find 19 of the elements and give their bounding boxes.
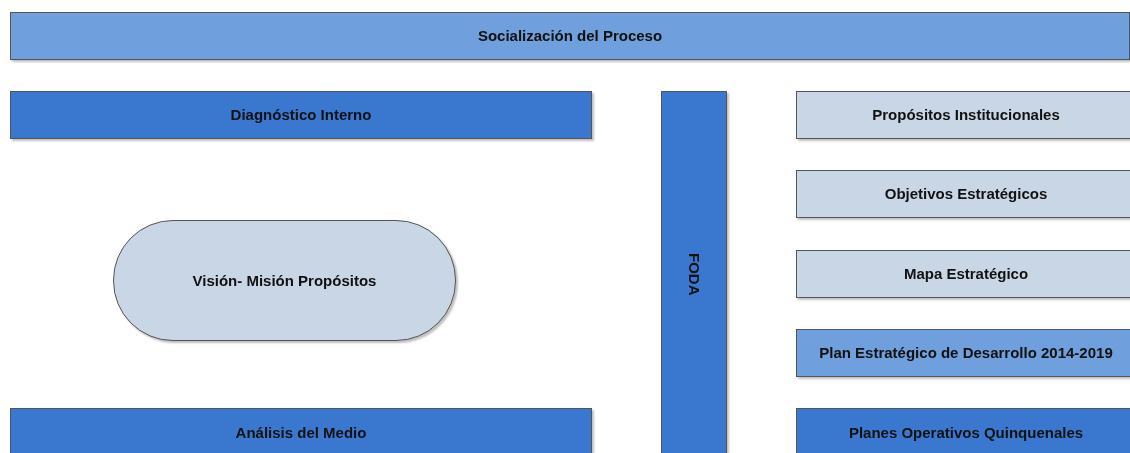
node-label: Diagnóstico Interno [229, 106, 373, 124]
process-box [796, 250, 1130, 298]
process-box [796, 408, 1130, 453]
node-label: Plan Estratégico de Desarrollo 2014-2019 [818, 344, 1114, 362]
vertical-bar-node [661, 91, 727, 453]
node-label: Objetivos Estratégicos [883, 185, 1049, 203]
node-label: Planes Operativos Quinquenales [847, 424, 1085, 442]
process-box [10, 12, 1130, 60]
process-box [10, 408, 592, 453]
node-label: Visión- Misión Propósitos [191, 271, 378, 290]
process-box [796, 170, 1130, 218]
node-label: Análisis del Medio [234, 424, 368, 442]
node-label: Propósitos Institucionales [871, 106, 1061, 124]
node-label: FODA [685, 252, 703, 298]
process-box [796, 329, 1130, 377]
node-label: Mapa Estratégico [902, 265, 1030, 283]
process-box [10, 91, 592, 139]
process-box [796, 91, 1130, 139]
node-label: Socialización del Proceso [476, 27, 664, 45]
